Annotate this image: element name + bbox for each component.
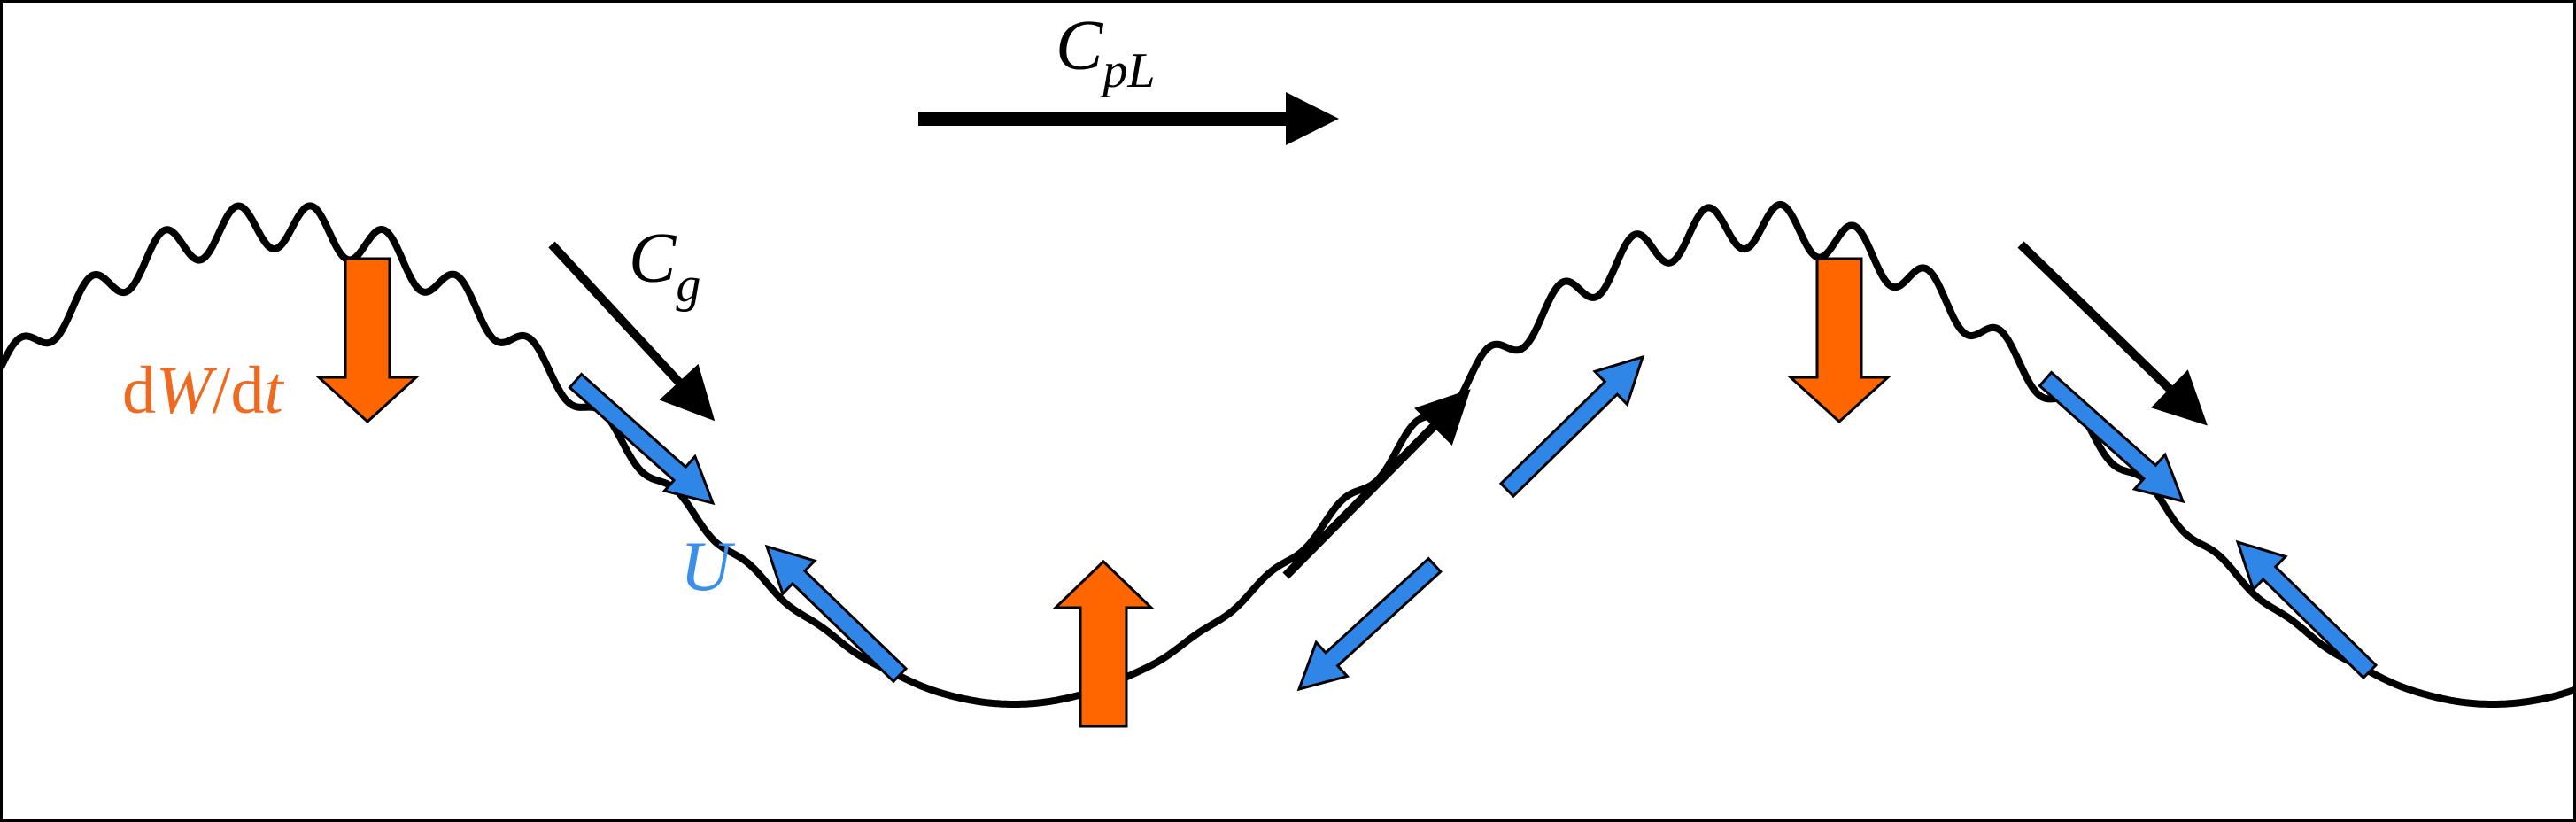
u-arrow-right-down [2038, 370, 2185, 504]
orbital-velocity-arrows [568, 354, 2379, 692]
u-arrow-right-up [2235, 539, 2379, 680]
phase-velocity-arrow [918, 92, 1339, 145]
dwdt-arrow-right-crest [1787, 257, 1891, 424]
dwdt-arrow-trough [1052, 559, 1155, 728]
dwdt-arrow-left-crest [315, 257, 420, 424]
group-velocity-arrow-left [548, 241, 716, 422]
cg-label: Cg [629, 220, 700, 313]
u-arrow-left-down [568, 372, 716, 506]
group-velocity-arrow-center [1282, 389, 1471, 579]
u-arrow-left-up [764, 544, 909, 684]
dwdt-label: dW/dt [122, 353, 284, 428]
u-label: U [680, 528, 736, 606]
group-velocity-arrow-right [2017, 241, 2208, 426]
u-arrow-center-down [1296, 556, 1443, 692]
u-arrow-center-up [1498, 354, 1645, 499]
cpl-label: CpL [1056, 7, 1156, 98]
